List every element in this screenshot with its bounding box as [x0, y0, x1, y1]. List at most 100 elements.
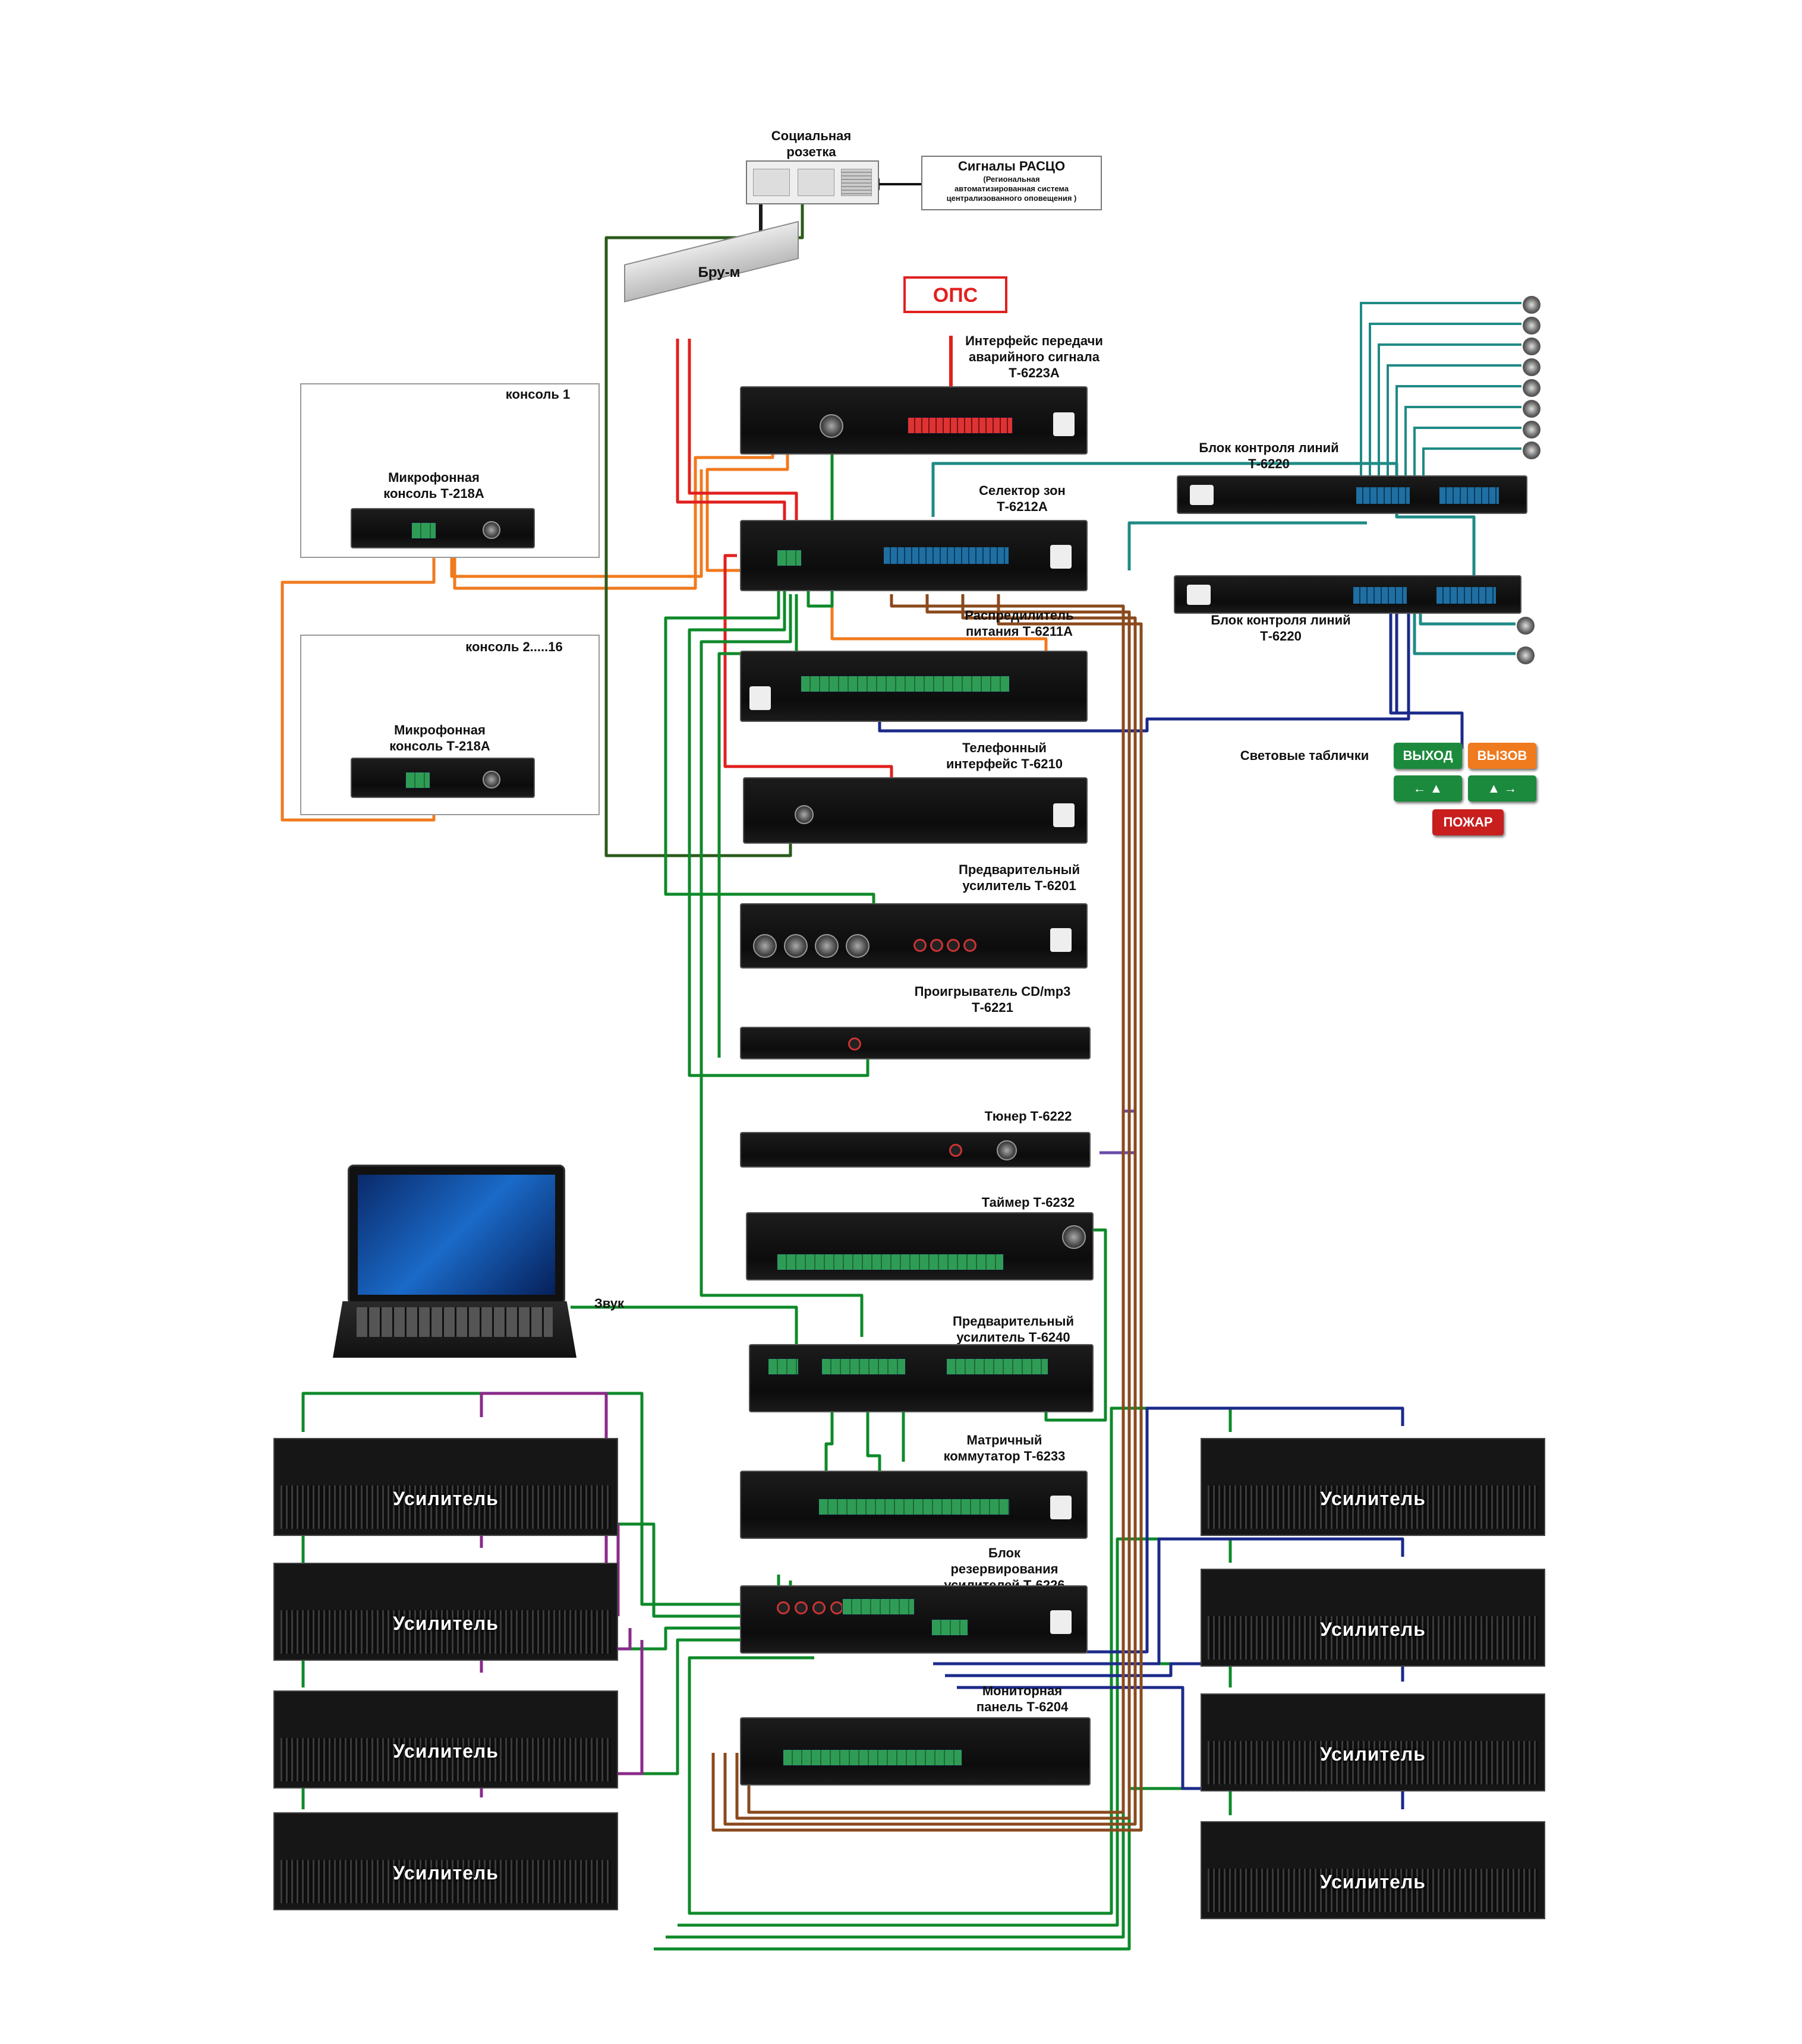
- device-t6220-b: [1174, 575, 1521, 614]
- power-outlets: [801, 676, 1010, 692]
- amplifier-right-2: Усилитель: [1201, 1569, 1545, 1667]
- social-outlet-label: Социальная розетка: [771, 128, 852, 159]
- device-t6220-a: [1177, 475, 1527, 514]
- console-2-mic-label: Микрофонная консоль Т-218А: [389, 723, 490, 753]
- rca-jack: [947, 939, 960, 952]
- xlr-input: [815, 934, 839, 958]
- mic-console-2: [351, 758, 535, 798]
- connector: [1062, 1225, 1086, 1249]
- console-1-mic-label: Микрофонная консоль Т-218А: [383, 470, 484, 501]
- terminal-block: [821, 1358, 906, 1375]
- wire-teal-bus: [1378, 343, 1521, 481]
- wire-navy: [945, 1662, 1404, 1682]
- rca-jack: [963, 939, 976, 952]
- outlet-socket: [798, 169, 834, 196]
- laptop-keyboard: [333, 1301, 576, 1358]
- wire-brown: [747, 594, 1125, 1814]
- amp-grille: [281, 1738, 611, 1781]
- terminal-block: [777, 550, 802, 566]
- t6211a-label: Распредилитель питания Т-6211А: [965, 608, 1074, 639]
- matrix-terminals: [818, 1499, 1010, 1515]
- device-t6223a: [740, 386, 1088, 455]
- t6232-label: Таймер Т-6232: [981, 1195, 1075, 1210]
- wire-teal: [1413, 597, 1516, 655]
- timer-terminals: [777, 1254, 1004, 1270]
- wire-navy: [878, 597, 1410, 733]
- t6233-label: Матричный коммутатор Т-6233: [943, 1433, 1066, 1463]
- t6220-a-label: Блок контроля линий Т-6220: [1199, 440, 1339, 471]
- power-socket: [1053, 803, 1075, 827]
- wire-teal-bus: [1360, 302, 1521, 481]
- amp-label: Усилитель: [1320, 1488, 1426, 1509]
- device-t6240: [749, 1344, 1094, 1412]
- device-t6212a: [740, 520, 1088, 591]
- wire-teal-bus: [1387, 364, 1521, 481]
- power-socket: [1050, 928, 1072, 952]
- wire-brown: [735, 594, 1131, 1820]
- wire-green: [700, 594, 864, 1337]
- amp-grille: [1208, 1869, 1538, 1912]
- amplifier-right-4: Усилитель: [1201, 1821, 1545, 1919]
- line-terminals: [1436, 587, 1496, 604]
- laptop-sound-label: Звук: [594, 1296, 624, 1311]
- amp-label: Усилитель: [1320, 1871, 1426, 1892]
- power-socket: [1187, 585, 1211, 605]
- t6210-label: Телефонный интерфейс Т-6210: [946, 740, 1063, 771]
- rca-jack: [777, 1601, 790, 1614]
- device-t6232: [746, 1212, 1094, 1280]
- t6201-label: Предварительный усилитель Т-6201: [959, 862, 1080, 893]
- terminal-block: [931, 1619, 968, 1636]
- ops-label: ОПС: [932, 284, 978, 307]
- wire-orange: [450, 469, 703, 578]
- rca-jack: [913, 939, 927, 952]
- terminal-block: [405, 772, 430, 788]
- amp-label: Усилитель: [393, 1488, 499, 1509]
- amplifier-left-1: Усилитель: [273, 1438, 618, 1536]
- speaker-icon: [1523, 337, 1540, 355]
- wire-green: [824, 1384, 834, 1485]
- console-2-label: консоль 2.....16: [465, 639, 563, 654]
- t6226-label: Блок резервирования усилителей Т-6226: [944, 1545, 1064, 1592]
- rca-jack: [949, 1144, 962, 1157]
- wire-brown: [711, 594, 1143, 1832]
- zone-terminals: [884, 547, 1009, 564]
- connector: [483, 521, 500, 539]
- line-terminals: [1353, 587, 1407, 604]
- device-t6201: [740, 903, 1088, 969]
- power-socket: [1050, 1610, 1072, 1634]
- wire-navy: [933, 1537, 1404, 1666]
- speaker-icon: [1517, 617, 1535, 635]
- speaker-icon: [1523, 441, 1540, 459]
- rasco-box: Сигналы РАСЦО (Региональная автоматизиро…: [921, 156, 1102, 210]
- amplifier-left-2: Усилитель: [273, 1563, 618, 1661]
- power-socket: [749, 686, 771, 710]
- power-socket: [1190, 485, 1214, 505]
- wire-teal-bus: [1404, 406, 1521, 481]
- power-socket: [1050, 1496, 1072, 1519]
- t6223a-label: Интерфейс передачи аварийного сигнала Т-…: [965, 333, 1103, 380]
- wire-darkgreen: [604, 178, 804, 857]
- connector: [795, 805, 814, 824]
- rca-jack: [812, 1601, 826, 1614]
- amplifier-left-3: Усилитель: [273, 1690, 618, 1788]
- laptop-display: [358, 1175, 555, 1295]
- amp-label: Усилитель: [393, 1862, 499, 1884]
- connector: [820, 414, 843, 438]
- xlr-input: [846, 934, 870, 958]
- amp-grille: [1208, 1485, 1538, 1529]
- rca-jack: [930, 939, 943, 952]
- terminal-block: [768, 1358, 799, 1375]
- social-outlet-panel: [746, 160, 879, 204]
- sign-arrow-left: ← ▲: [1394, 775, 1462, 802]
- device-t6233: [740, 1471, 1088, 1539]
- line-terminals: [1356, 487, 1410, 504]
- t6222-label: Тюнер Т-6222: [984, 1109, 1072, 1124]
- amp-grille: [281, 1485, 611, 1529]
- rca-jack: [830, 1601, 843, 1614]
- speaker-icon: [1517, 646, 1535, 664]
- amp-grille: [281, 1610, 611, 1654]
- wire-green: [664, 588, 875, 927]
- sign-fire: ПОЖАР: [1432, 809, 1504, 835]
- antenna-input: [997, 1140, 1017, 1160]
- wire-teal-bus: [1413, 427, 1521, 481]
